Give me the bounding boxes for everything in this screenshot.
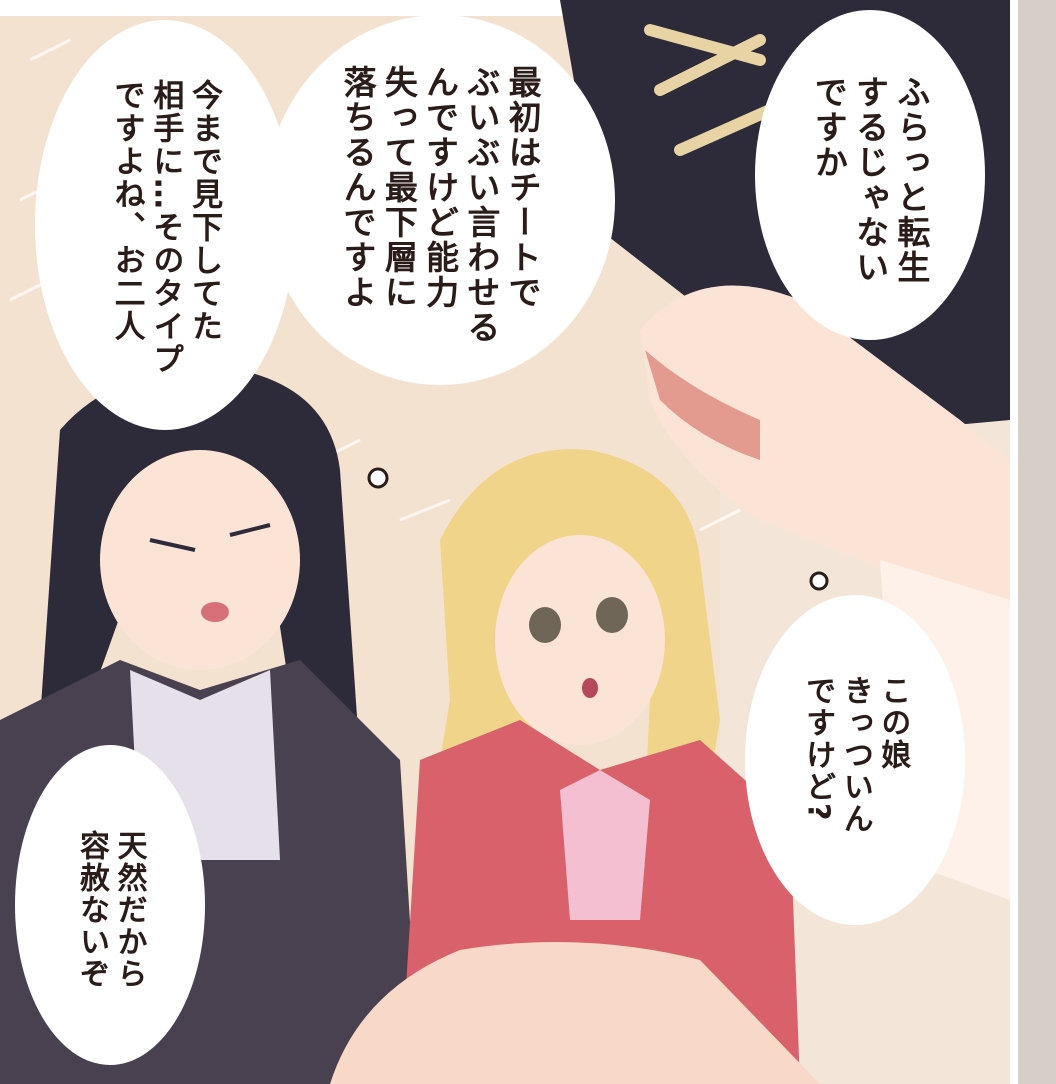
speech-balloon-1: ふらっと転生 するじゃない ですか <box>770 30 970 330</box>
hair-clip-icon <box>644 24 776 156</box>
speech-balloon-3-text: 今まで見下してた 相手に…そのタイプ ですよね、お二人 <box>108 79 223 376</box>
speech-balloon-3: 今まで見下してた 相手に…そのタイプ ですよね、お二人 <box>80 55 250 400</box>
speech-balloon-4-text: この娘 きっついん ですけど? <box>800 675 911 835</box>
thought-dot-icon <box>367 467 829 591</box>
speech-balloon-2-text: 最初はチートで ぶいぶい言わせる んですけど能力 失って最下層に 落ちるんですよ <box>338 65 543 345</box>
speech-balloon-shapes <box>15 10 985 1065</box>
speech-balloon-4: この娘 きっついん ですけど? <box>770 620 940 890</box>
speech-balloon-5: 天然だから 容赦ないぞ <box>40 800 180 1020</box>
speech-balloon-1-text: ふらっと転生 するじゃない ですか <box>809 75 931 285</box>
speech-balloon-5-text: 天然だから 容赦ないぞ <box>74 830 147 990</box>
speech-balloon-2: 最初はチートで ぶいぶい言わせる んですけど能力 失って最下層に 落ちるんですよ <box>300 40 580 370</box>
foreground-hand <box>330 942 820 1084</box>
